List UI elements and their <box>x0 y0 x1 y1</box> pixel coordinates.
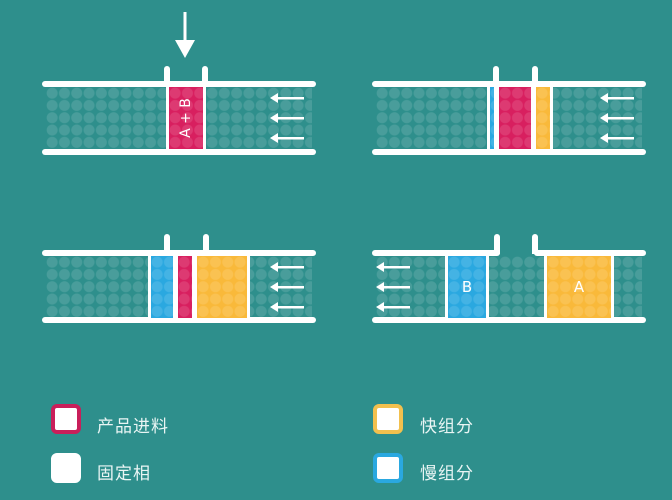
flow-arrow-icon <box>600 113 634 123</box>
product-feed-band <box>175 256 195 318</box>
inlet-port-right <box>203 234 209 252</box>
fast-component-band <box>533 87 553 149</box>
inlet-port-right <box>532 66 538 84</box>
flow-arrow-icon <box>270 302 304 312</box>
bottom-rail <box>372 317 646 323</box>
slow-component-swatch <box>373 453 403 483</box>
legend-label: 固定相 <box>97 464 151 484</box>
flow-arrow-icon <box>270 262 304 272</box>
flow-arrow-icon <box>270 282 304 292</box>
flow-arrow-icon <box>376 302 410 312</box>
fast-component-band: A <box>544 256 614 318</box>
product-feed-swatch <box>51 404 81 434</box>
fast-component-swatch <box>373 404 403 434</box>
flow-arrow-icon <box>376 262 410 272</box>
slow-component-band <box>487 87 497 149</box>
flow-arrow-icon <box>270 93 304 103</box>
fast-label: A <box>573 278 585 296</box>
top-rail <box>42 250 316 256</box>
outlet-port-left <box>494 234 500 254</box>
slow-component-band: B <box>445 256 489 318</box>
bottom-rail <box>42 317 316 323</box>
bottom-rail <box>42 149 316 155</box>
slow-component-band <box>148 256 176 318</box>
legend-label: 慢组分 <box>420 464 474 484</box>
inlet-port-right <box>202 66 208 84</box>
legend-label: 快组分 <box>420 417 474 437</box>
product-feed-band: A + B <box>166 87 206 149</box>
top-rail <box>42 81 316 87</box>
flow-arrow-icon <box>600 93 634 103</box>
inlet-port-left <box>164 66 170 84</box>
flow-arrow-icon <box>600 133 634 143</box>
slow-label: B <box>461 278 473 296</box>
stationary-phase-swatch <box>51 453 81 483</box>
product-feed-band <box>496 87 534 149</box>
legend-label: 产品进料 <box>97 417 169 437</box>
inlet-port-left <box>164 234 170 252</box>
flow-arrow-icon <box>270 113 304 123</box>
flow-arrow-icon <box>270 133 304 143</box>
outlet-port-right <box>532 234 538 254</box>
top-rail <box>372 81 646 87</box>
down-arrow-icon <box>175 12 195 58</box>
inlet-port-left <box>493 66 499 84</box>
feed-label: A + B <box>178 98 194 138</box>
bottom-rail <box>372 149 646 155</box>
top-rail-right <box>534 250 646 256</box>
flow-arrow-icon <box>376 282 410 292</box>
fast-component-band <box>194 256 250 318</box>
top-rail-left <box>372 250 500 256</box>
